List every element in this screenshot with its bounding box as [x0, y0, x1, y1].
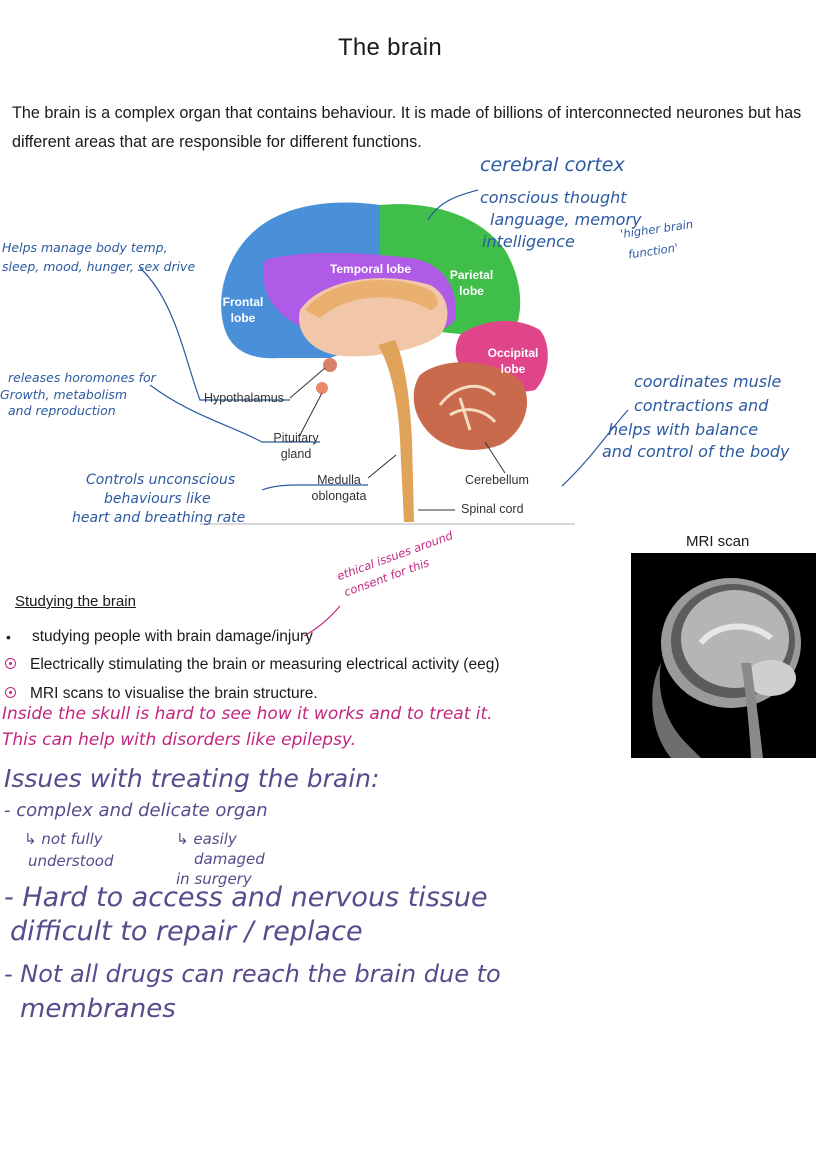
cortex-note-title: cerebral cortex [480, 154, 625, 176]
list-item: • studying people with brain damage/inju… [4, 628, 313, 646]
issues-line1: - complex and delicate organ [4, 800, 268, 821]
issues-sub2a: ↳ easily [176, 830, 237, 848]
cer-note-line2: contractions and [634, 396, 769, 415]
mri-caption: MRI scan [686, 533, 750, 550]
med-connector [261, 484, 368, 491]
hypothalamus-leader [289, 367, 326, 399]
pituitary-shape [316, 382, 328, 394]
mri-image [631, 553, 816, 758]
cortex-connector [427, 189, 479, 221]
list-item-text: Electrically stimulating the brain or me… [30, 656, 500, 673]
cerebellum-label: Cerebellum [465, 473, 529, 487]
temporal-lobe-label: Temporal lobe [329, 262, 412, 276]
cer-note-line1: coordinates musle [634, 372, 782, 391]
bullet-ring-icon [5, 687, 16, 698]
pit-note-line3: and reproduction [8, 403, 116, 418]
cer-note-line3: helps with balance [608, 420, 759, 439]
list-item: MRI scans to visualise the brain structu… [4, 685, 318, 703]
cer-connector [561, 409, 629, 487]
issues-line3a: - Not all drugs can reach the brain due … [4, 960, 501, 988]
issues-sub2c: in surgery [176, 870, 252, 888]
pituitary-label: Pituitary gland [273, 431, 319, 461]
list-item-text: MRI scans to visualise the brain structu… [30, 685, 318, 702]
medulla-label: Medulla oblongata [311, 473, 367, 503]
pit-connector [149, 384, 320, 443]
bullet-ring-icon [5, 658, 16, 669]
pit-note-line2: Growth, metabolism [0, 387, 128, 402]
occipital-lobe-label: Occipital lobe [487, 346, 539, 376]
issues-line2b: difficult to repair / replace [10, 916, 363, 947]
cerebellum-shape [413, 362, 528, 450]
cortex-note-line1: conscious thought [480, 188, 627, 207]
pink-note-line2: This can help with disorders like epilep… [2, 730, 357, 750]
med-note-line2: behaviours like [104, 491, 211, 507]
list-item: Electrically stimulating the brain or me… [4, 656, 500, 674]
corpus-callosum-shape [305, 279, 438, 318]
hypo-note-line2: sleep, mood, hunger, sex drive [2, 259, 196, 274]
cortex-note-line2: language, memory [490, 210, 642, 229]
cer-note-line4: and control of the body [602, 442, 790, 461]
issues-sub2b: damaged [194, 850, 265, 868]
cerebellum-leader [484, 441, 506, 474]
pink-note-line1: Inside the skull is hard to see how it w… [2, 704, 493, 724]
studying-heading: Studying the brain [15, 593, 136, 610]
medulla-leader [367, 454, 397, 479]
issues-line2a: - Hard to access and nervous tissue [4, 882, 488, 913]
frontal-lobe-label: Frontal lobe [222, 295, 264, 325]
hypothalamus-shape [323, 358, 337, 372]
spinal-cord-label: Spinal cord [461, 502, 524, 516]
hypothalamus-label: Hypothalamus [204, 391, 284, 405]
brain-diagram [139, 189, 629, 525]
issues-line3b: membranes [20, 994, 176, 1024]
list-item-text: studying people with brain damage/injury [32, 628, 313, 645]
med-note-line1: Controls unconscious [86, 472, 236, 488]
med-note-line3: heart and breathing rate [72, 510, 246, 526]
bullet-dot-icon: • [6, 629, 11, 645]
cerebellum-tree [438, 384, 497, 431]
issues-sub1a: ↳ not fully [24, 830, 103, 848]
issues-sub1b: understood [28, 852, 114, 870]
hypo-connector [139, 267, 290, 401]
intro-paragraph: The brain is a complex organ that contai… [12, 104, 802, 151]
cortex-note-line3: intelligence [482, 232, 575, 251]
page-title: The brain [337, 34, 443, 61]
pit-note-line1: releases horomones for [8, 370, 156, 385]
mri-head-illustration [652, 578, 801, 758]
hypo-note-line1: Helps manage body temp, [2, 240, 168, 255]
issues-heading: Issues with treating the brain: [4, 764, 380, 793]
brainstem-shape [378, 340, 414, 522]
pituitary-leader [299, 392, 323, 436]
ethics-connector [303, 605, 341, 637]
parietal-lobe-label: Parietal lobe [449, 268, 494, 298]
